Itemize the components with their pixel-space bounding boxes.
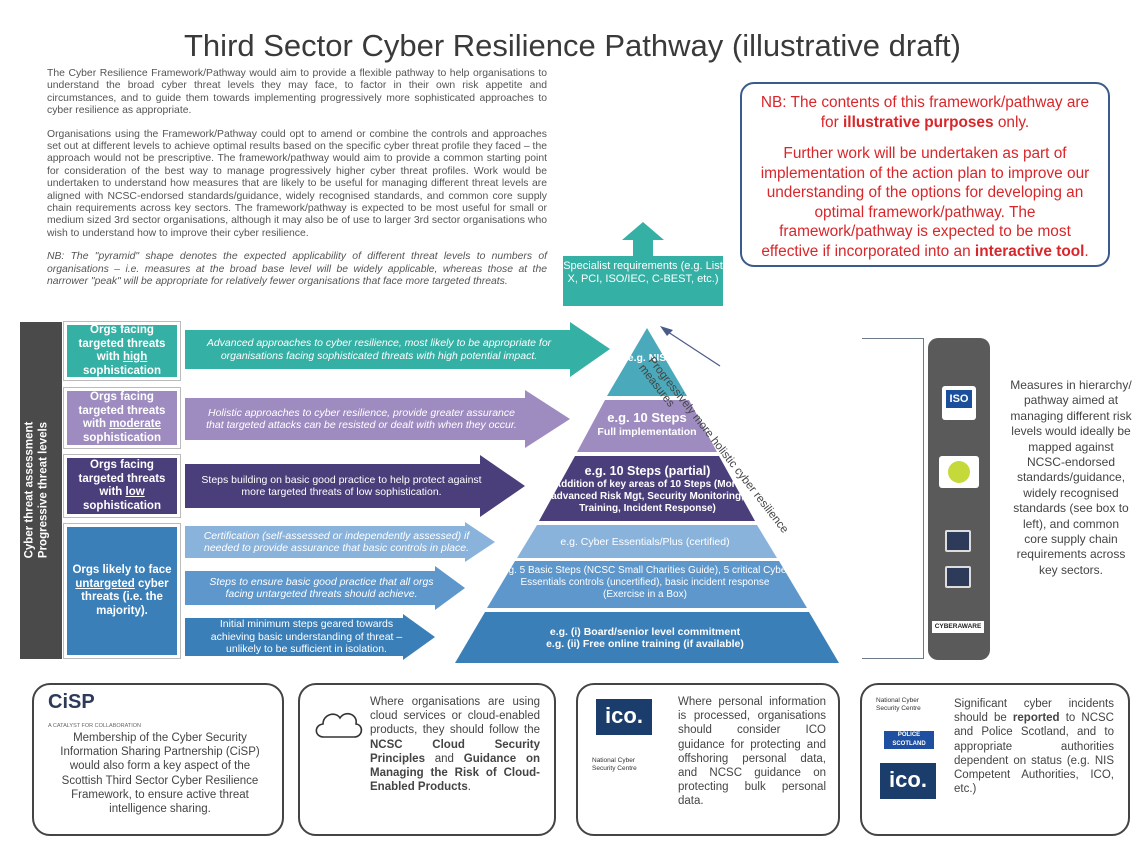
pyramid-diagram bbox=[455, 326, 839, 663]
pyramid-level-cyber-essentials bbox=[517, 525, 777, 558]
cisp-logo: CiSP bbox=[48, 691, 95, 713]
intro-paragraph-3: NB: The "pyramid" shape denotes the expe… bbox=[47, 251, 547, 288]
pyramid-level-5-steps bbox=[487, 561, 807, 608]
pyramid-text-10-steps-full: e.g. 10 Steps Full implementation bbox=[597, 410, 697, 438]
cisp-tagline: A CATALYST FOR COLLABORATION bbox=[48, 723, 142, 729]
pyramid-level-nis bbox=[607, 328, 687, 396]
pyramid-text-nis: e.g. NIS bbox=[627, 352, 667, 364]
org-untargeted: Orgs likely to face untargeted cyber thr… bbox=[63, 523, 181, 659]
cyberaware-badge: CYBERAWARE bbox=[932, 621, 984, 633]
arrow-advanced: Advanced approaches to cyber resilience,… bbox=[185, 322, 610, 377]
arrow-certification: Certification (self-assessed or independ… bbox=[185, 522, 495, 562]
org-low-sophistication: Orgs facing targeted threats with low so… bbox=[63, 454, 181, 518]
arrow-building: Steps building on basic good practice to… bbox=[185, 455, 525, 517]
cisp-text: Membership of the Cyber Security Informa… bbox=[60, 732, 260, 816]
nb-line-2: Further work will be undertaken as part … bbox=[760, 145, 1090, 260]
pyramid-text-cyber-essentials: e.g. Cyber Essentials/Plus (certified) bbox=[560, 536, 730, 548]
bracket-line bbox=[862, 658, 924, 659]
intro-paragraph-1: The Cyber Resilience Framework/Pathway w… bbox=[47, 68, 547, 117]
page-title: Third Sector Cyber Resilience Pathway (i… bbox=[184, 28, 961, 63]
cyber-essentials-badge-icon bbox=[939, 456, 979, 488]
arrow-basic-practice: Steps to ensure basic good practice that… bbox=[185, 566, 465, 610]
cloud-box: Where organisations are using cloud serv… bbox=[298, 683, 556, 836]
threat-assessment-bar bbox=[20, 322, 62, 659]
pyramid-level-board bbox=[455, 612, 839, 663]
ico-logo: ico. bbox=[596, 699, 652, 735]
threat-assessment-label: Cyber threat assessment Progressive thre… bbox=[23, 421, 50, 559]
ncsc-logo: National Cyber Security Centre bbox=[592, 757, 637, 772]
cloud-icon bbox=[315, 712, 363, 738]
org-high-sophistication: Orgs facing targeted threats with high s… bbox=[63, 321, 181, 381]
org-moderate-sophistication: Orgs facing targeted threats with modera… bbox=[63, 387, 181, 449]
checklist-icon bbox=[945, 530, 971, 552]
pyramid-text-10-steps-partial: e.g. 10 Steps (partial) Addition of key … bbox=[551, 464, 744, 514]
cloud-text: Where organisations are using cloud serv… bbox=[370, 696, 540, 794]
pyramid-level-10-steps-partial bbox=[539, 456, 755, 521]
pyramid-text-5-steps: e.g. 5 Basic Steps (NCSC Small Charities… bbox=[500, 565, 790, 600]
up-arrow-icon bbox=[622, 222, 664, 260]
checklist-icon bbox=[945, 566, 971, 588]
pyramid-text-board: e.g. (i) Board/senior level commitment e… bbox=[546, 626, 744, 650]
iso-badge-icon: ISO bbox=[942, 386, 976, 420]
bracket-line bbox=[862, 338, 924, 339]
intro-paragraph-2: Organisations using the Framework/Pathwa… bbox=[47, 128, 547, 239]
intro-text: The Cyber Resilience Framework/Pathway w… bbox=[47, 68, 547, 300]
cisp-box: CiSP A CATALYST FOR COLLABORATION Member… bbox=[32, 683, 284, 836]
ico-logo: ico. bbox=[880, 763, 936, 799]
nb-line-1: NB: The contents of this framework/pathw… bbox=[760, 94, 1090, 131]
nb-notice-box: NB: The contents of this framework/pathw… bbox=[740, 82, 1110, 267]
measures-text: Measures in hierarchy/ pathway aimed at … bbox=[1010, 378, 1132, 577]
police-scotland-logo: POLICE SCOTLAND bbox=[884, 731, 934, 749]
ico-text: Where personal information is processed,… bbox=[678, 696, 826, 808]
bracket-vertical bbox=[923, 338, 924, 658]
specialist-requirements-box: Specialist requirements (e.g. List X, PC… bbox=[563, 256, 723, 306]
incident-text: Significant cyber incidents should be re… bbox=[954, 698, 1114, 796]
arrow-holistic: Holistic approaches to cyber resilience,… bbox=[185, 390, 570, 448]
incident-box: National Cyber Security Centre POLICE SC… bbox=[860, 683, 1130, 836]
arrow-initial-steps: Initial minimum steps geared towards ach… bbox=[185, 614, 435, 660]
pyramid-level-10-steps-full bbox=[577, 400, 717, 452]
ncsc-logo: National Cyber Security Centre bbox=[876, 697, 921, 712]
ico-box: ico. National Cyber Security Centre Wher… bbox=[576, 683, 840, 836]
